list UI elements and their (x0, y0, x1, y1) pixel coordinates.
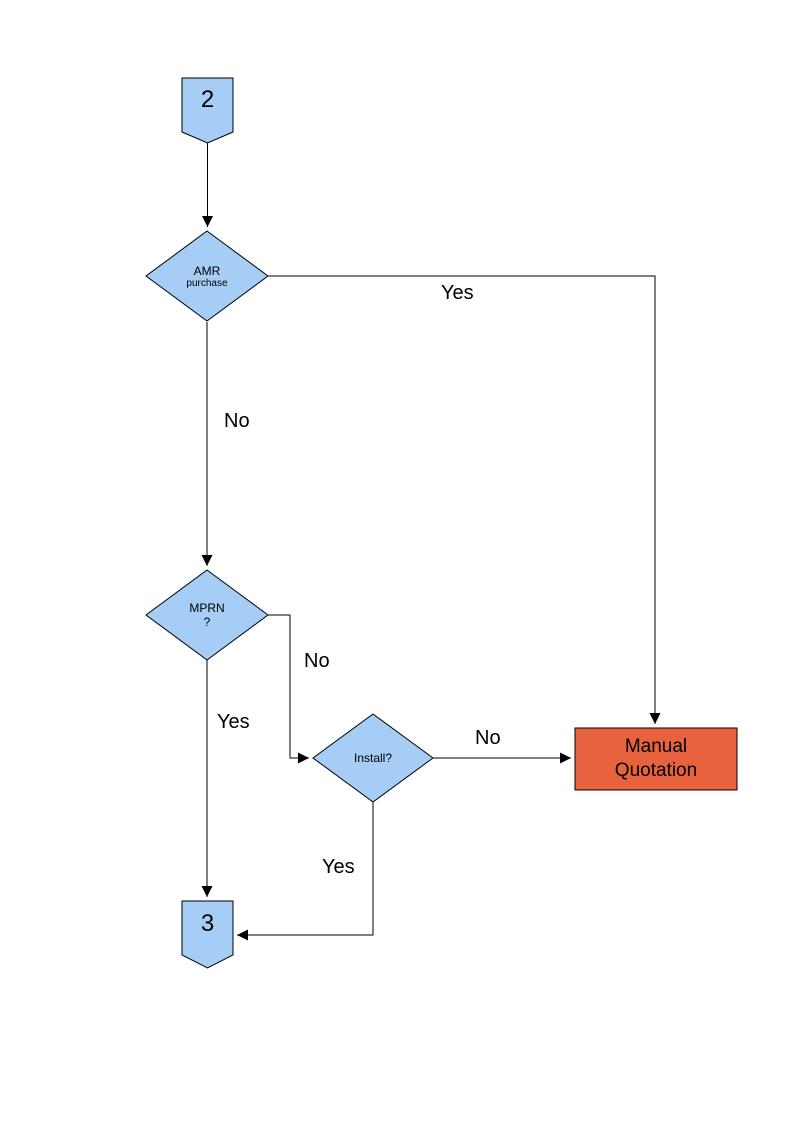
edge-label-amr-no: No (224, 410, 250, 432)
manual-quotation-box-shape (574, 727, 738, 791)
mprn-label-line2: ? (203, 615, 211, 629)
edge-amr-yes-to-manual-quotation (268, 275, 661, 724)
mprn-decision-shape (145, 569, 269, 661)
edge-install-yes-to-connector3 (237, 802, 374, 941)
connector-3-label: 3 (200, 910, 215, 937)
install-label-text: Install? (353, 751, 393, 765)
manual-quotation-label-line2: Quotation (614, 760, 698, 781)
install-label: Install? (313, 750, 433, 766)
manual-quotation-label: Manual Quotation (575, 728, 737, 790)
amr-purchase-decision-shape (145, 230, 269, 322)
edge-mprn-no-to-install (268, 614, 309, 764)
manual-quotation-label-line1: Manual (624, 736, 688, 757)
offpage-connector-2-shape (181, 77, 234, 144)
amr-purchase-label-line1: AMR (193, 264, 221, 278)
edge-label-amr-yes: Yes (441, 282, 474, 304)
amr-purchase-label: AMR purchase (147, 259, 267, 295)
offpage-connector-3-shape (181, 900, 234, 969)
mprn-label-line1: MPRN (189, 601, 225, 615)
mprn-label: MPRN ? (147, 599, 267, 631)
edge-label-mprn-no: No (304, 650, 330, 672)
amr-purchase-label-line2: purchase (186, 278, 228, 289)
edge-label-install-yes: Yes (322, 856, 355, 878)
connector-2-label: 2 (200, 86, 215, 113)
edge-label-mprn-yes: Yes (217, 711, 250, 733)
install-decision-shape (312, 713, 434, 803)
edge-label-install-no: No (475, 727, 501, 749)
